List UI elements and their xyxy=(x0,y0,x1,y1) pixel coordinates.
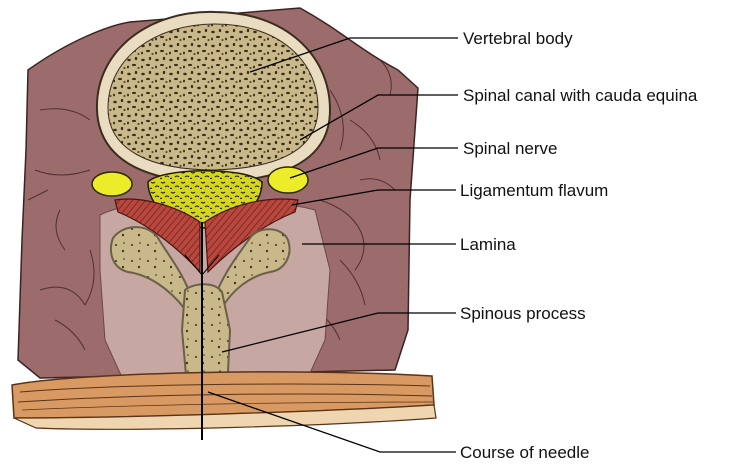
label-vertebral-body: Vertebral body xyxy=(463,29,573,48)
label-spinal-nerve: Spinal nerve xyxy=(463,139,558,158)
label-ligamentum-flavum: Ligamentum flavum xyxy=(460,181,608,200)
skin-subcutaneous-layers xyxy=(12,372,436,429)
spinal-nerve-left xyxy=(92,172,132,196)
label-spinous-process: Spinous process xyxy=(460,304,586,323)
label-spinal-canal: Spinal canal with cauda equina xyxy=(463,86,698,105)
spinal-nerve-right xyxy=(268,167,308,193)
label-lamina: Lamina xyxy=(460,235,516,254)
label-course-of-needle: Course of needle xyxy=(460,443,589,462)
